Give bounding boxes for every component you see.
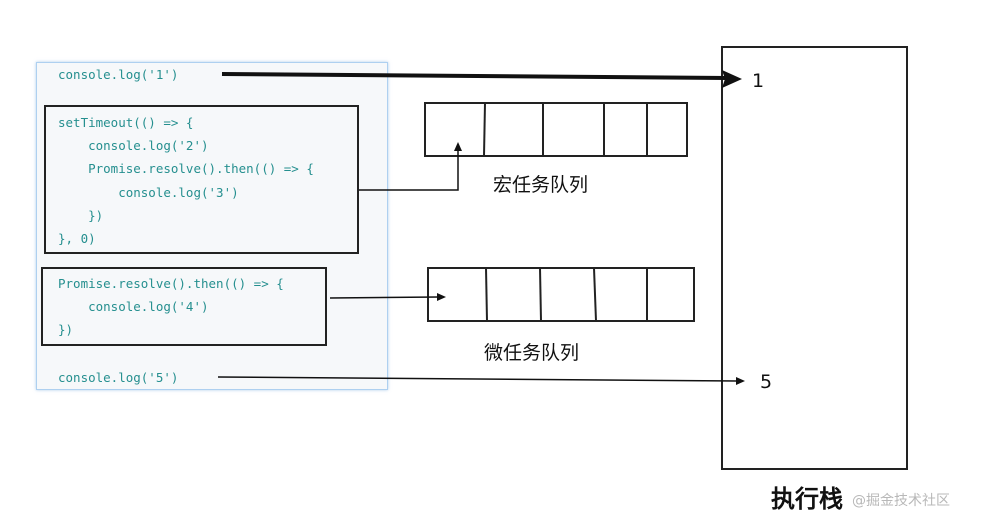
arrow-log5-head bbox=[736, 377, 745, 385]
micro-queue-dividers bbox=[485, 267, 648, 322]
micro-divider-3 bbox=[593, 267, 597, 322]
micro-task-queue-label: 微任务队列 bbox=[484, 342, 580, 364]
arrow-log1-to-stack bbox=[221, 72, 728, 80]
console-log-1-line: console.log('1') bbox=[58, 67, 179, 82]
stack-output-1: 1 bbox=[752, 70, 765, 92]
arrow-promise-to-micro bbox=[329, 296, 440, 299]
micro-divider-2 bbox=[539, 267, 542, 322]
macro-queue-dividers bbox=[483, 102, 648, 157]
micro-divider-1 bbox=[485, 267, 488, 322]
settimeout-code-box bbox=[44, 105, 359, 254]
arrow-settimeout-to-macro bbox=[359, 150, 459, 191]
arrow-log5-to-stack bbox=[217, 376, 738, 382]
arrow-settimeout-head bbox=[454, 142, 462, 151]
promise-code: Promise.resolve().then(() => { console.l… bbox=[58, 276, 284, 338]
settimeout-code: setTimeout(() => { console.log('2') Prom… bbox=[58, 115, 314, 247]
console-log-5-line: console.log('5') bbox=[58, 370, 179, 385]
stack-output-5: 5 bbox=[760, 371, 773, 393]
macro-divider-1 bbox=[483, 102, 486, 157]
macro-task-queue-label: 宏任务队列 bbox=[493, 174, 589, 196]
macro-task-queue bbox=[424, 102, 688, 157]
call-stack-box bbox=[721, 46, 908, 470]
arrow-log1-head bbox=[722, 70, 742, 88]
promise-code-box bbox=[41, 267, 327, 346]
arrow-promise-head bbox=[437, 293, 446, 301]
diagram-arrows bbox=[217, 70, 745, 385]
micro-task-queue bbox=[427, 267, 695, 322]
